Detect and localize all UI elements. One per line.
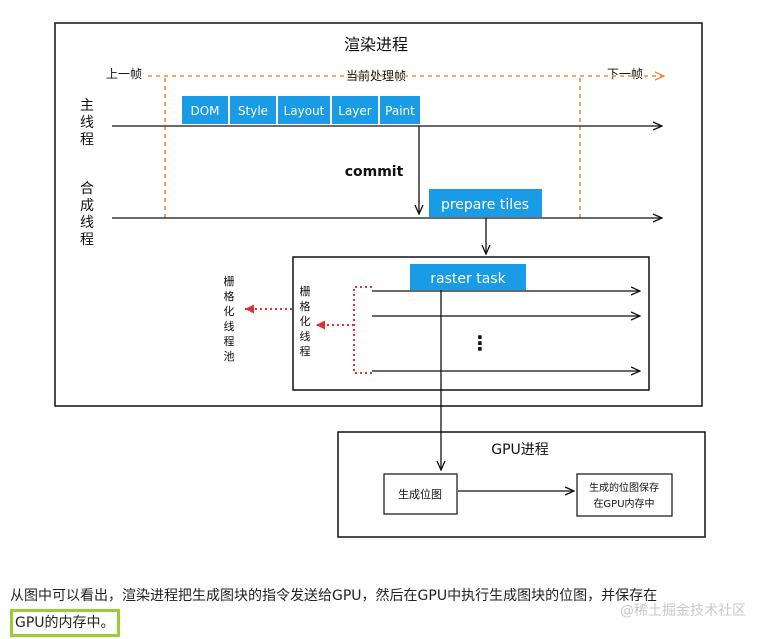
step-style-label: Style [238, 104, 268, 118]
render-pipeline-diagram: 渲染进程 上一帧 当前处理帧 下一帧 主 线 程 DOM Style Layou… [54, 22, 706, 538]
raster-pool-label-3: 线 [224, 319, 235, 333]
raster-pool-label-4: 程 [224, 335, 235, 348]
caption-paragraph: 从图中可以看出，渲染进程把生成图块的指令发送给GPU，然后在GPU中执行生成图块… [10, 583, 752, 637]
step-style-box [230, 96, 276, 124]
gpu-process-box [337, 431, 706, 538]
render-process-box [54, 22, 703, 407]
compositor-thread-label-1: 成 [80, 198, 94, 214]
step-layer-box [332, 96, 378, 124]
step-paint-label: Paint [385, 104, 415, 118]
raster-thread-label-2: 化 [300, 314, 311, 328]
raster-pool-label-2: 化 [224, 304, 235, 318]
raster-threads-ellipsis: ⋮ [470, 331, 490, 355]
gpu-process-title: GPU进程 [491, 442, 549, 458]
watermark: @稀土掘金技术社区 [620, 603, 746, 619]
step-layout-label: Layout [284, 104, 325, 118]
raster-pool-label-1: 格 [224, 289, 235, 303]
prepare-tiles-label: prepare tiles [441, 197, 529, 213]
raster-pool-box [292, 256, 650, 391]
compositor-thread-label-0: 合 [80, 181, 94, 197]
generate-bitmap-box [383, 473, 458, 515]
generate-bitmap-label: 生成位图 [398, 487, 442, 501]
store-bitmap-label-line1: 生成的位图保存 [589, 481, 659, 494]
step-layer-label: Layer [338, 104, 372, 118]
store-bitmap-box [576, 473, 673, 517]
raster-thread-label-1: 格 [300, 299, 311, 313]
render-process-title: 渲染进程 [344, 35, 408, 54]
step-layout-box [278, 96, 330, 124]
next-frame-label: 下一帧 [607, 67, 643, 81]
pipeline-steps: DOM Style Layout Layer Paint [182, 96, 420, 124]
raster-task-label: raster task [430, 271, 506, 287]
compositor-thread-label-2: 线 [80, 215, 94, 231]
prepare-tiles-box [429, 189, 542, 217]
raster-pool-label-0: 栅 [224, 274, 235, 288]
caption-highlight: GPU的内存中。 [10, 609, 120, 637]
caption-text: 从图中可以看出，渲染进程把生成图块的指令发送给GPU，然后在GPU中执行生成图块… [10, 588, 658, 604]
raster-task-box [410, 264, 526, 290]
raster-thread-label-3: 线 [300, 329, 311, 343]
step-dom-box [182, 96, 228, 124]
main-thread-label-1: 线 [80, 115, 94, 131]
step-paint-box [380, 96, 420, 124]
commit-label: commit [345, 164, 404, 180]
raster-thread-label-4: 程 [300, 345, 311, 358]
main-thread-label-0: 主 [80, 98, 94, 114]
raster-threads-bracket [353, 286, 372, 374]
compositor-thread-label-3: 程 [80, 232, 94, 248]
raster-thread-label-0: 栅 [300, 284, 311, 298]
step-dom-label: DOM [190, 104, 219, 118]
prev-frame-label: 上一帧 [106, 67, 142, 81]
raster-pool-label-5: 池 [224, 350, 235, 363]
store-bitmap-label-line2: 在GPU内存中 [593, 497, 654, 510]
main-thread-label-2: 程 [80, 132, 94, 148]
